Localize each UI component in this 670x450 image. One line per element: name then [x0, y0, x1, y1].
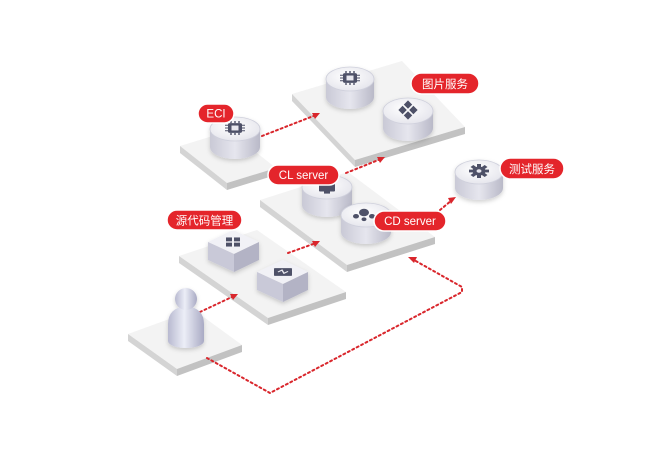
arrowhead-icon	[448, 197, 456, 204]
test-service-label: 测试服务	[509, 162, 555, 176]
connector-eci-to-image	[261, 114, 317, 137]
eci-tag: ECI	[197, 103, 235, 124]
arrowhead-icon	[230, 294, 238, 300]
monitor-icon	[274, 268, 292, 276]
image-storage-node	[382, 97, 434, 141]
arrowhead-icon	[408, 257, 417, 263]
arrowhead-icon	[312, 113, 320, 119]
connectors	[199, 113, 463, 395]
cd-server-label: CD server	[384, 216, 436, 228]
source-repo-node	[208, 230, 259, 272]
cd-server-tag: CD server	[373, 210, 447, 232]
cluster-icon	[353, 208, 375, 222]
source-code-label: 源代码管理	[176, 214, 234, 228]
gear-icon	[469, 164, 489, 178]
chip-icon	[340, 71, 360, 85]
test-service-tag: 测试服务	[499, 157, 565, 180]
user-icon	[168, 288, 204, 348]
eci-label: ECI	[206, 109, 225, 121]
arrowhead-icon	[312, 241, 320, 247]
image-service-tag: 图片服务	[410, 72, 480, 95]
chip-icon	[225, 121, 245, 135]
connector-cicd-to-image	[345, 158, 382, 174]
grid-icon	[226, 237, 240, 247]
connector-user-to-cicd-loop	[206, 259, 463, 395]
cl-server-label: CL server	[279, 170, 329, 182]
arrowhead-icon	[377, 157, 385, 163]
cl-server-tag: CL server	[267, 164, 340, 186]
connector-cicd-to-test	[439, 199, 453, 211]
connector-source-to-cicd	[287, 242, 317, 254]
source-code-tag: 源代码管理	[166, 209, 243, 231]
connector-user-to-source	[199, 295, 235, 313]
image-service-label: 图片服务	[422, 77, 468, 91]
